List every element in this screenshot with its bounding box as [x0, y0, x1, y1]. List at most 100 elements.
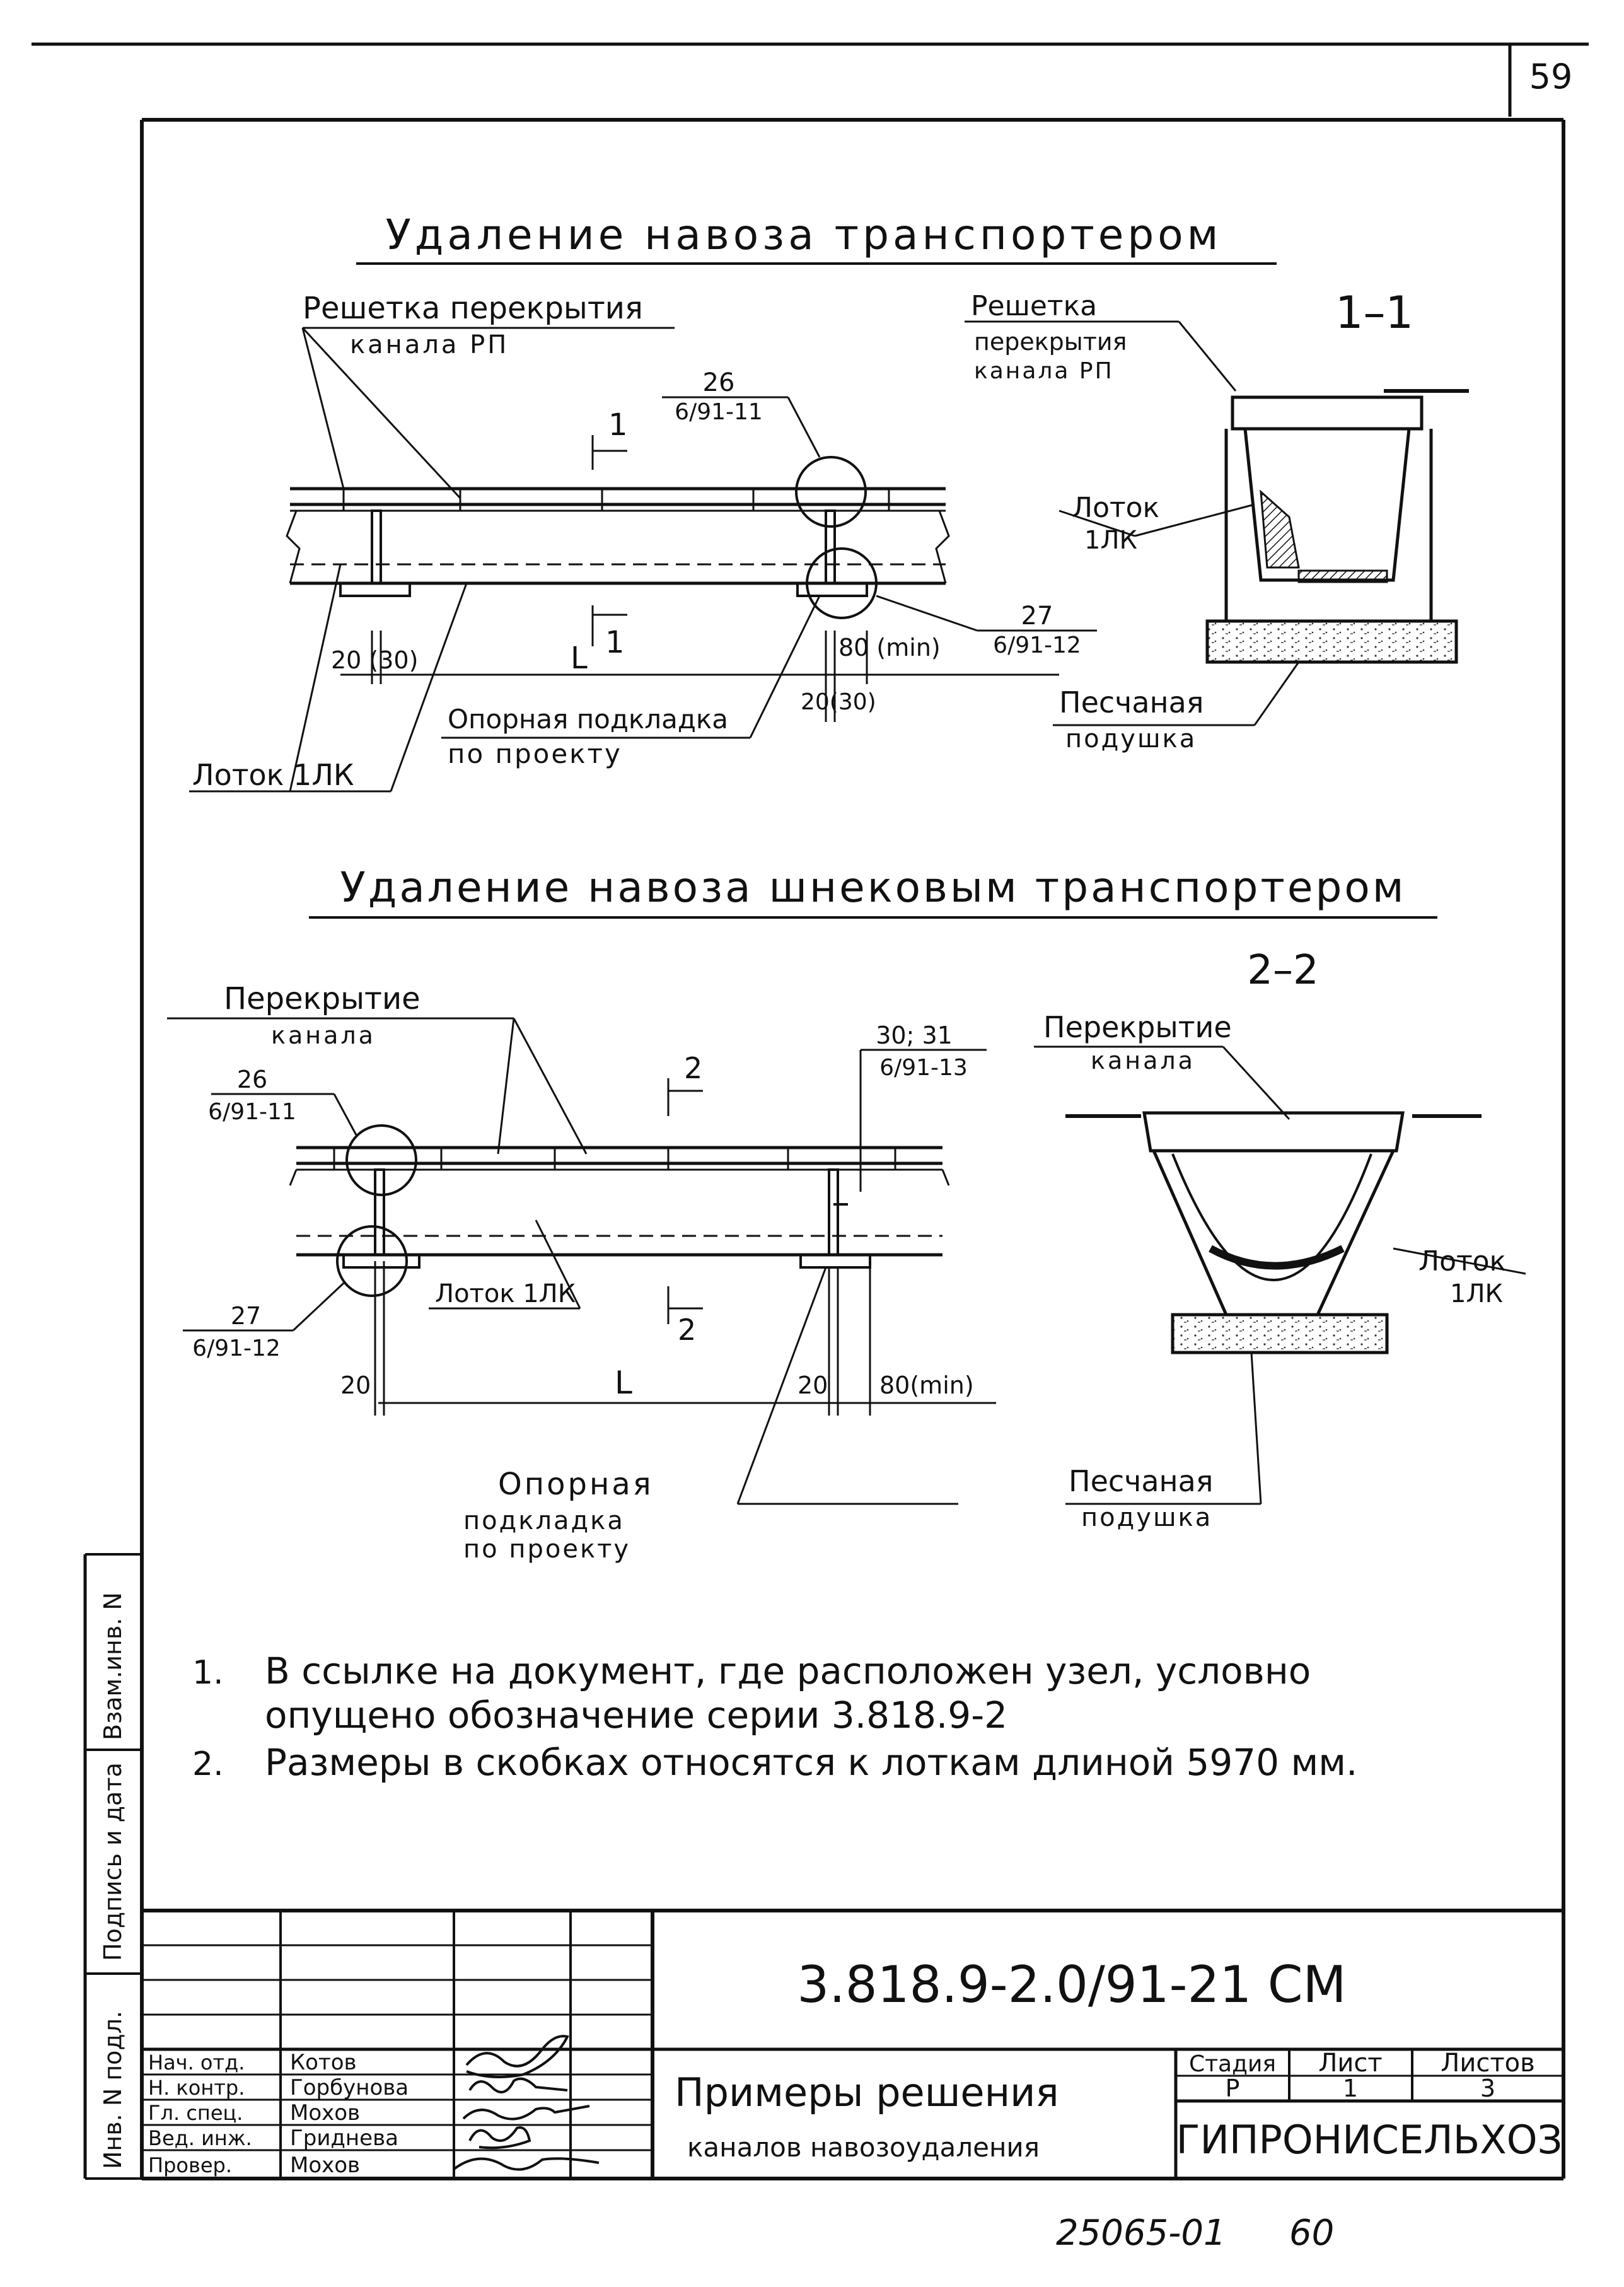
s2-dim-L: L	[615, 1365, 632, 1401]
s2-node26-ref: 6/91-11	[208, 1099, 296, 1125]
title-block-texts: 3.818.9-2.0/91-21 СМ Примеры решения кан…	[148, 1955, 1562, 2178]
org-name: ГИПРОНИСЕЛЬХОЗ	[1176, 2117, 1563, 2163]
role-2: Н. контр.	[148, 2076, 245, 2100]
cut2-tray-1: Лоток	[1418, 1245, 1506, 1277]
s2-dim-20-b: 20	[798, 1371, 828, 1399]
s1-tray-label: Лоток 1ЛК	[192, 758, 354, 792]
cut2-tray-2: 1ЛК	[1450, 1279, 1503, 1308]
s1-grate-label-1: Решетка перекрытия	[303, 291, 643, 326]
cut1-grate-2: перекрытия	[974, 328, 1127, 356]
s1-dim-L: L	[571, 641, 588, 676]
s2-support-3: по проекту	[463, 1535, 630, 1564]
s2-support-2: подкладка	[463, 1506, 625, 1535]
section2-channel	[289, 1124, 950, 1297]
cut2-leaders	[1034, 1045, 1526, 1505]
s1-support-2: по проекту	[448, 738, 622, 769]
signature-3	[462, 2105, 590, 2121]
sheets-header: Листов	[1441, 2049, 1534, 2078]
signature-1	[465, 2035, 569, 2078]
role-3: Гл. спец.	[148, 2101, 243, 2125]
section2-title: Удаление навоза шнековым транспортером	[340, 863, 1406, 912]
s2-cover-2: канала	[271, 1021, 376, 1049]
s2-node26-num: 26	[237, 1066, 267, 1093]
s1-dim-80-min: 80 (min)	[838, 634, 941, 661]
s1-node26-ref: 6/91-11	[675, 399, 763, 425]
s1-grate-label-2: канала РП	[350, 330, 509, 359]
cut1-drawing	[1205, 389, 1469, 664]
cut2-cover-1: Перекрытие	[1043, 1010, 1232, 1044]
title-block-grid	[142, 1909, 1563, 2179]
s1-node27-ref: 6/91-12	[993, 632, 1081, 658]
note-1-num: 1.	[192, 1654, 224, 1692]
doc-code: 3.818.9-2.0/91-21 СМ	[797, 1955, 1346, 2014]
cut2-title: 2–2	[1247, 947, 1318, 994]
section1-leaders	[189, 327, 1097, 793]
signature-5	[453, 2157, 600, 2171]
role-5: Провер.	[148, 2153, 232, 2177]
s2-support-1: Опорная	[498, 1467, 654, 1502]
cut1-texts: Решетка перекрытия канала РП Лоток 1ЛК П…	[971, 290, 1204, 754]
s2-dim-80-min: 80(min)	[879, 1371, 974, 1399]
role-1: Нач. отд.	[148, 2051, 245, 2075]
footer-page: 60	[1289, 2213, 1334, 2254]
sheet-header: Лист	[1318, 2049, 1382, 2078]
section2-leaders	[167, 1017, 996, 1505]
name-4: Гриднева	[290, 2126, 398, 2151]
cut1-title: 1–1	[1335, 287, 1413, 339]
note-1-line1: В ссылке на документ, где расположен узе…	[265, 1650, 1311, 1692]
section2-texts: Перекрытие канала 26 6/91-11 30; 31 6/91…	[192, 981, 973, 1564]
cut1-sand-1: Песчаная	[1059, 685, 1204, 719]
sheet-frame	[32, 42, 1589, 2180]
note-1-line2: опущено обозначение серии 3.818.9-2	[265, 1694, 1007, 1737]
s2-cover-1: Перекрытие	[224, 981, 420, 1016]
corner-page-number: 59	[1529, 57, 1573, 96]
sheets-value: 3	[1480, 2075, 1495, 2102]
name-3: Мохов	[290, 2100, 360, 2126]
footer-code: 25065-01	[1056, 2213, 1226, 2254]
note-2-line1: Размеры в скобках относятся к лоткам дли…	[265, 1741, 1357, 1784]
cut2-sand-1: Песчаная	[1069, 1464, 1213, 1498]
cut1-tray-1: Лоток	[1072, 492, 1159, 524]
name-1: Котов	[290, 2050, 357, 2075]
cut1-sand-2: подушка	[1065, 725, 1197, 754]
cut2-drawing	[1065, 1111, 1482, 1354]
name-2: Горбунова	[290, 2075, 409, 2100]
s1-dim-20-30-b: 20(30)	[801, 689, 876, 715]
role-4: Вед. инж.	[148, 2126, 252, 2150]
s2-node30-ref: 6/91-13	[879, 1055, 968, 1081]
cut1-leaders	[965, 320, 1300, 726]
cut2-cover-2: канала	[1091, 1047, 1195, 1074]
signature-4	[468, 2126, 531, 2150]
side-label-inv-number: Инв. N подл.	[99, 2011, 127, 2169]
section1-texts: Решетка перекрытия канала РП 26 6/91-11 …	[192, 291, 1081, 792]
s1-node26-num: 26	[703, 368, 735, 397]
s1-cut-mark-top: 1	[608, 407, 628, 443]
section1-title: Удаление навоза транспортером	[386, 211, 1222, 259]
s1-support-1: Опорная подкладка	[448, 704, 728, 735]
cut1-tray-2: 1ЛК	[1084, 526, 1137, 555]
side-label-signature-date: Подпись и дата	[99, 1762, 127, 1961]
cut1-grate-1: Решетка	[971, 290, 1097, 322]
sheet-value: 1	[1343, 2075, 1358, 2102]
s2-node30-num: 30; 31	[876, 1021, 953, 1049]
signature-2	[468, 2077, 568, 2093]
cut2-texts: Перекрытие канала Лоток 1ЛК Песчаная под…	[1043, 1010, 1506, 1532]
s1-node27-num: 27	[1021, 602, 1053, 631]
s1-cut-mark-bottom: 1	[605, 625, 625, 660]
name-5: Мохов	[290, 2153, 360, 2178]
doc-title-2: каналов навозоудаления	[687, 2132, 1040, 2163]
doc-title-1: Примеры решения	[675, 2069, 1059, 2115]
s2-node27-num: 27	[231, 1302, 261, 1330]
s2-dim-20-a: 20	[340, 1371, 371, 1399]
signatures	[453, 2035, 600, 2171]
s2-node27-ref: 6/91-12	[192, 1336, 281, 1361]
cut1-grate-3: канала РП	[974, 358, 1114, 384]
section1-channel	[286, 456, 950, 619]
s1-dim-20-30: 20 (30)	[331, 646, 418, 674]
s2-cut-mark-top: 2	[684, 1051, 702, 1085]
s2-tray-label: Лоток 1ЛК	[435, 1279, 576, 1308]
stage-value: Р	[1226, 2075, 1240, 2102]
note-2-num: 2.	[192, 1745, 224, 1783]
notes: 1. В ссылке на документ, где расположен …	[192, 1650, 1357, 1784]
